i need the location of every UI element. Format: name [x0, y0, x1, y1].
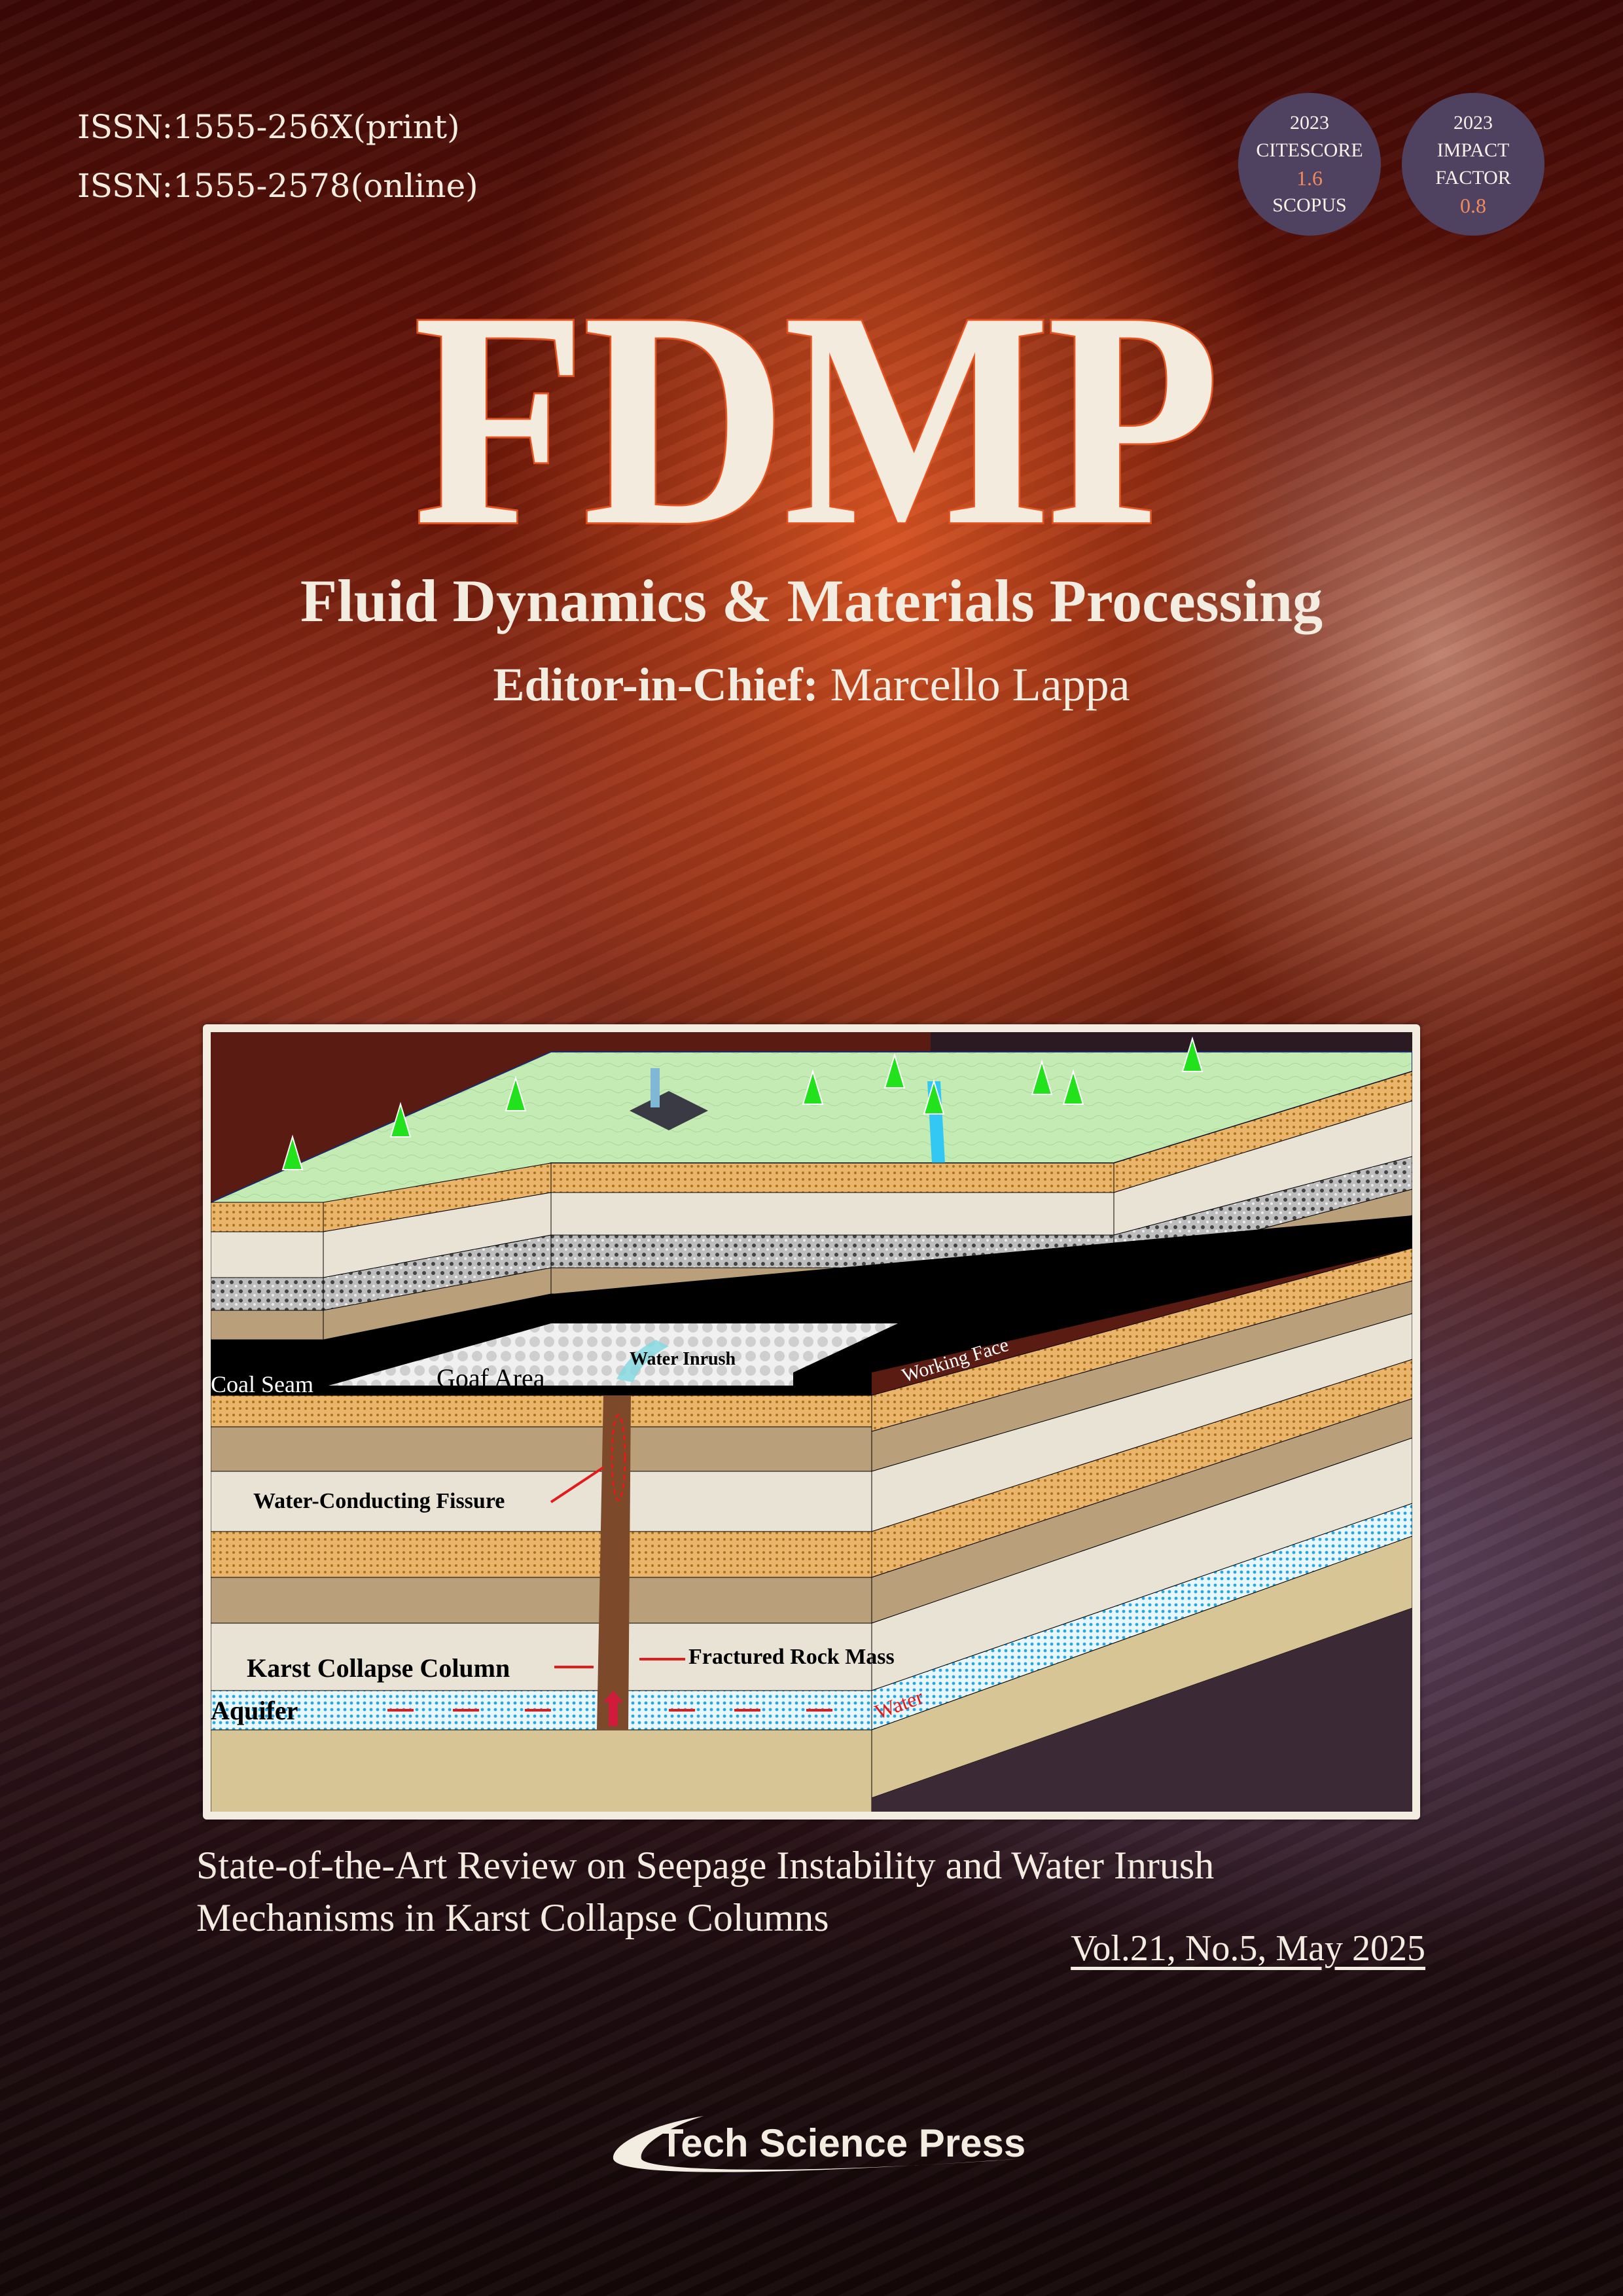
label-water-inrush: Water Inrush	[630, 1349, 736, 1369]
collapse-column	[597, 1395, 631, 1730]
citescore-badge: 2023 CITESCORE 1.6 SCOPUS	[1238, 93, 1381, 236]
impact-factor-year: 2023	[1454, 112, 1493, 134]
label-goaf-area: Goaf Area	[437, 1363, 545, 1393]
article-title-line-1: State-of-the-Art Review on Seepage Insta…	[196, 1844, 1215, 1887]
label-coal-seam: Coal Seam	[211, 1371, 313, 1397]
label-fractured-rock-mass: Fractured Rock Mass	[688, 1645, 895, 1669]
flow-arrows	[387, 1466, 832, 1712]
issue-info: Vol.21, No.5, May 2025	[1071, 1928, 1425, 1969]
citescore-value: 1.6	[1296, 166, 1323, 190]
tree-icons	[281, 1036, 1204, 1170]
label-water-conducting-fissure: Water-Conducting Fissure	[253, 1489, 505, 1513]
label-karst-collapse-column: Karst Collapse Column	[247, 1653, 510, 1683]
cover-figure: Coal Seam Goaf Area Water Inrush Working…	[203, 1024, 1420, 1820]
citescore-label: CITESCORE	[1256, 139, 1363, 161]
label-aquifer: Aquifer	[211, 1696, 298, 1725]
editor-label: Editor-in-Chief:	[493, 658, 819, 711]
issn-print: ISSN:1555-256X(print)	[77, 108, 460, 146]
article-title-line-2: Mechanisms in Karst Collapse Columns	[196, 1896, 829, 1939]
citescore-year: 2023	[1290, 112, 1329, 134]
karst-collapse-diagram: Coal Seam Goaf Area Water Inrush Working…	[211, 1032, 1412, 1812]
editor-in-chief: Editor-in-Chief: Marcello Lappa	[0, 658, 1623, 712]
journal-acronym-logo: FDMP	[412, 248, 1222, 589]
factory-icon	[630, 1091, 708, 1130]
publisher-swoosh-icon	[613, 2116, 1024, 2172]
editor-name: Marcello Lappa	[830, 658, 1130, 711]
journal-title: Fluid Dynamics & Materials Processing	[300, 567, 1323, 634]
impact-factor-value: 0.8	[1460, 194, 1486, 217]
impact-factor-label-2: FACTOR	[1435, 167, 1511, 188]
citescore-source: SCOPUS	[1272, 194, 1347, 216]
issn-online: ISSN:1555-2578(online)	[77, 167, 478, 205]
impact-factor-badge: 2023 IMPACT FACTOR 0.8	[1402, 93, 1544, 236]
article-title: State-of-the-Art Review on Seepage Insta…	[196, 1839, 1440, 1944]
publisher-logo: Tech Science Press	[660, 2121, 1026, 2165]
impact-factor-label-1: IMPACT	[1436, 139, 1510, 161]
